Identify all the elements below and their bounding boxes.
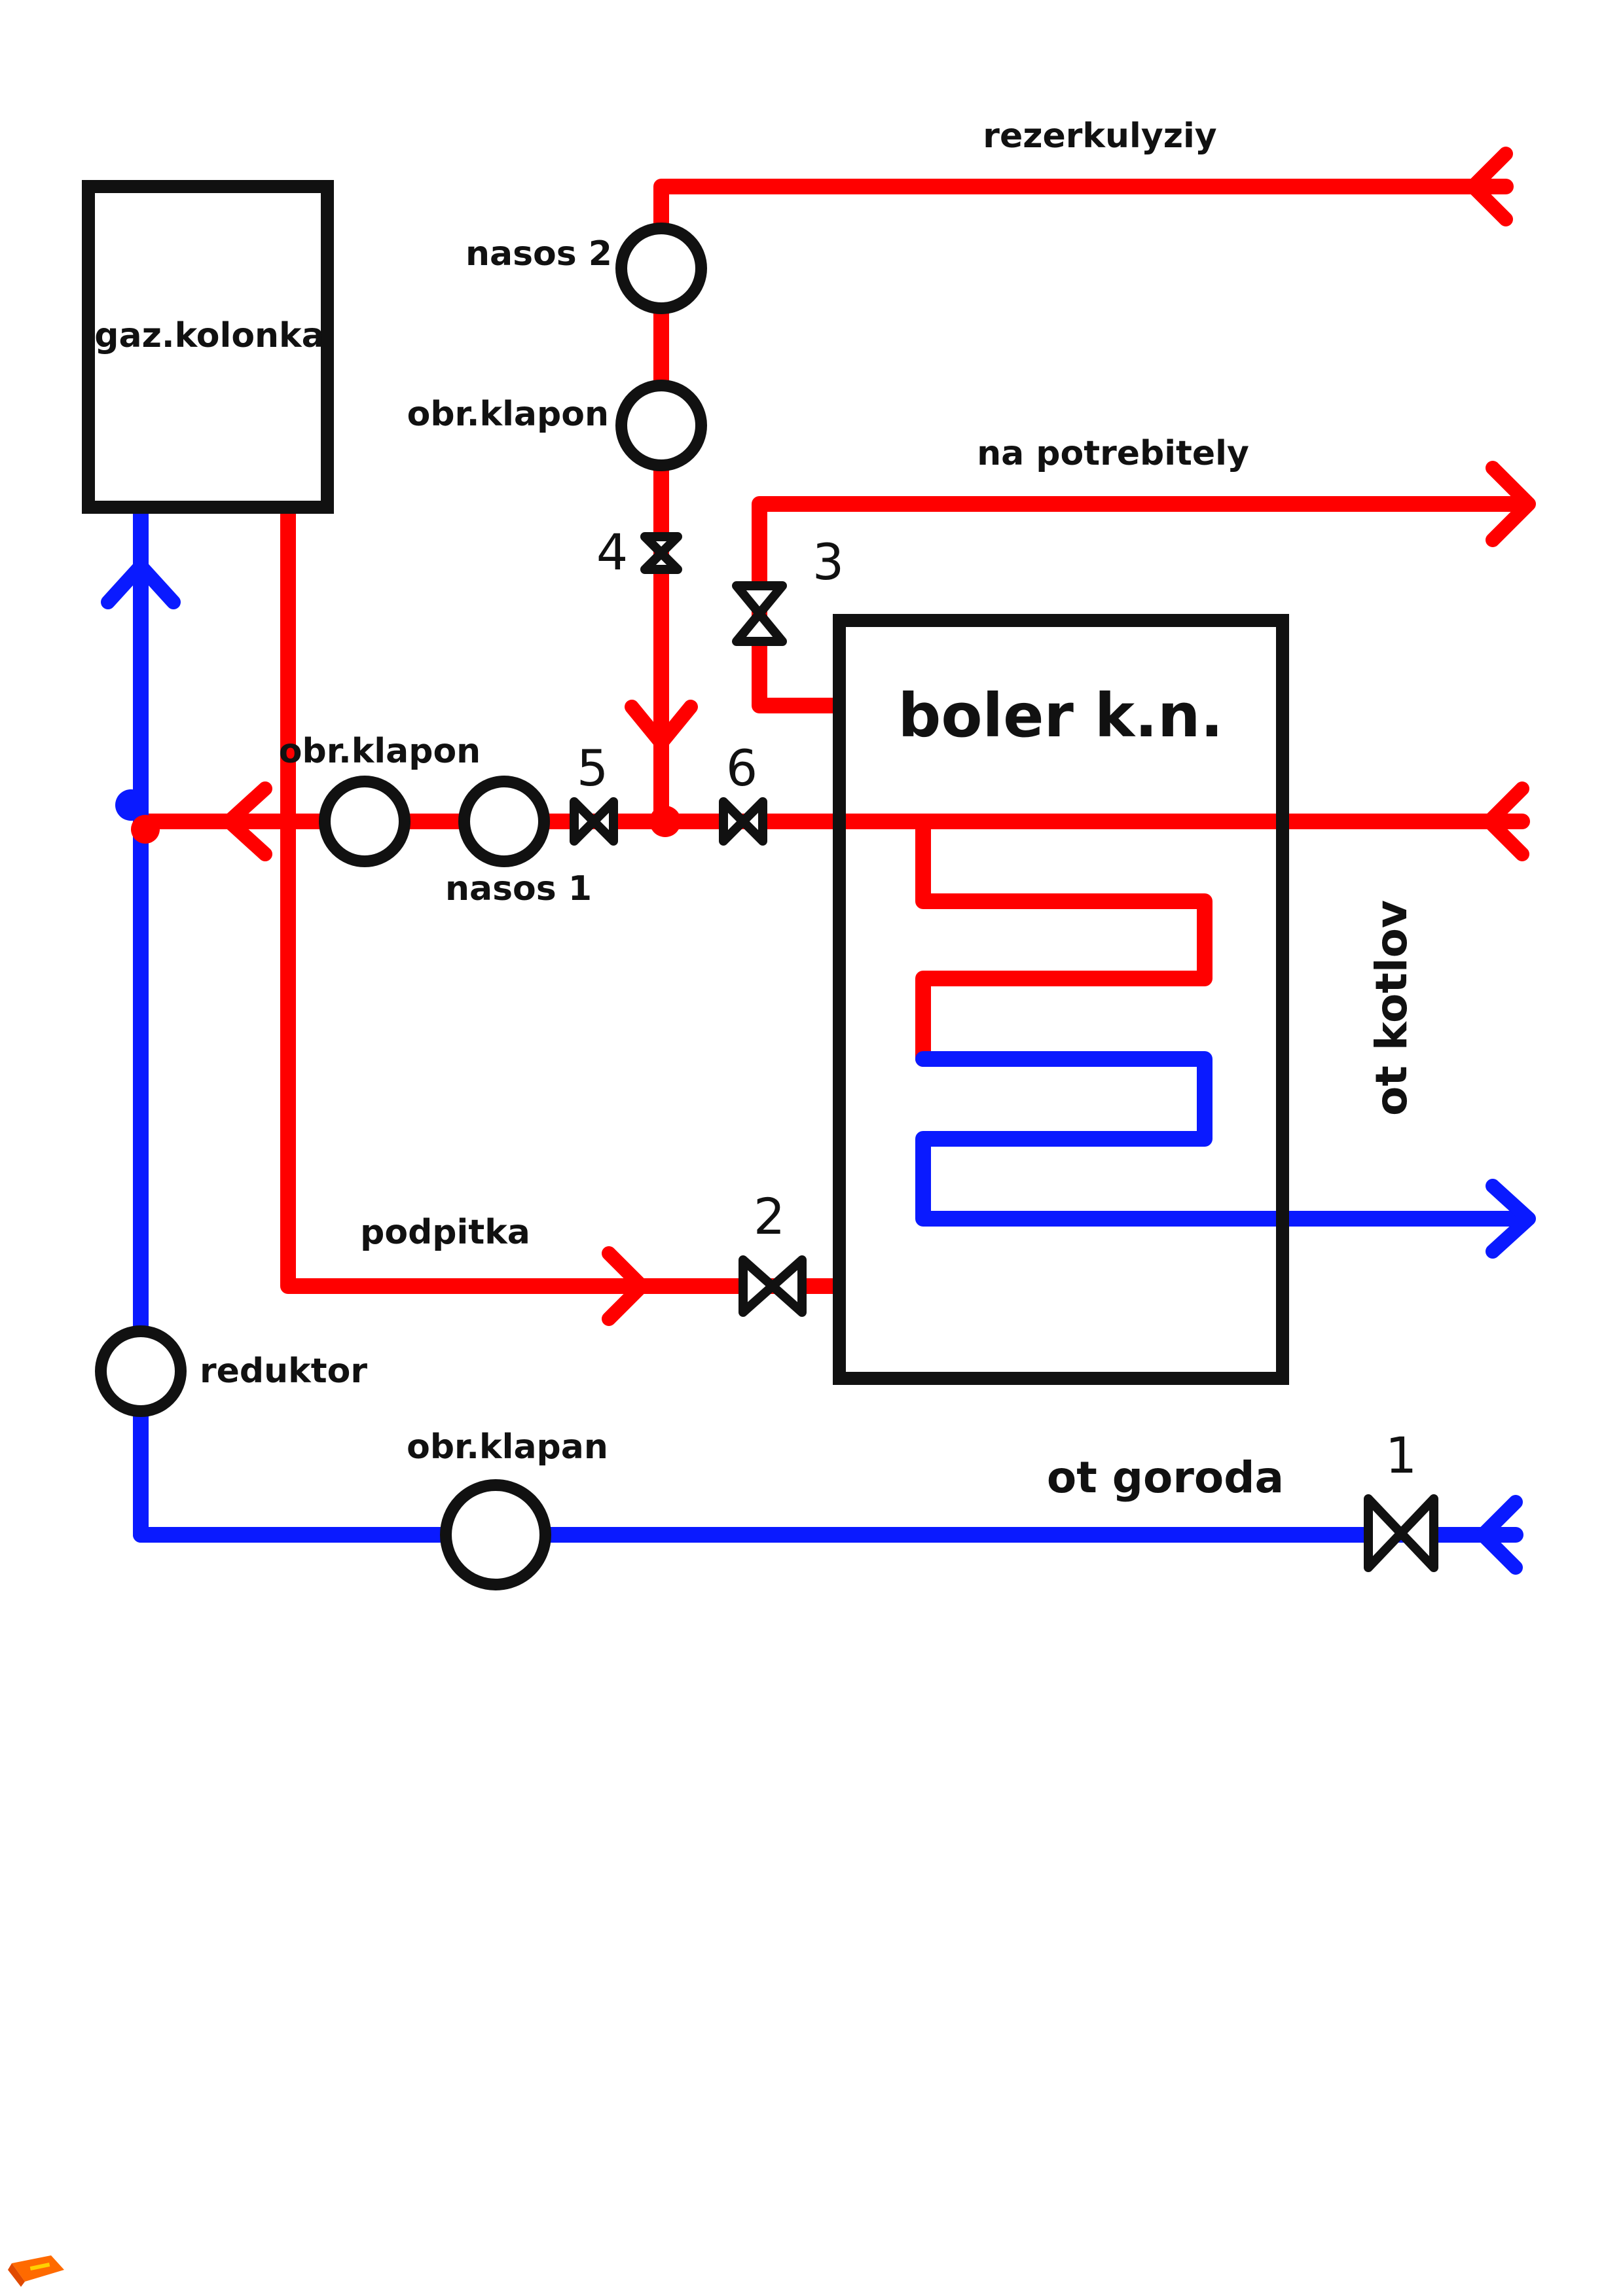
cold-arrows [101, 559, 1536, 1575]
boiler-cold-out-arrow-icon [1486, 1179, 1536, 1259]
junction-dot-hot [131, 815, 160, 844]
coil-cold [915, 1051, 1533, 1227]
check-valve-main-icon [319, 776, 410, 867]
recirculation-pipe [653, 179, 1514, 276]
riser-up-arrow-icon [101, 559, 181, 609]
check-valve-top-label: obr.klapon [407, 395, 609, 434]
consumers-out-arrow-icon [1486, 461, 1536, 547]
junction-dot-riser [649, 806, 681, 837]
hot-arrows [222, 147, 1536, 1326]
reducer-label: reduktor [200, 1352, 367, 1391]
valve-4-label: 4 [596, 523, 628, 581]
gate-valves [570, 532, 1438, 1572]
valve-1-icon [1364, 1494, 1438, 1572]
gas-heater-box [82, 180, 334, 514]
junction-dot-cold [115, 789, 147, 821]
check-valve-city-label: obr.klapan [407, 1427, 608, 1467]
reducer-icon [95, 1325, 187, 1417]
valve-4-icon [640, 532, 682, 574]
recirc-in-arrow-icon [1466, 147, 1513, 226]
round-devices [95, 223, 707, 1590]
gas-heater-label: gaz.kolonka [94, 316, 324, 355]
valve-2-label: 2 [754, 1187, 785, 1246]
main-line-left-arrow-icon [222, 781, 272, 861]
riser-down-arrow-icon [625, 700, 698, 750]
city-in-arrow-icon [1476, 1495, 1523, 1575]
valve-5-label: 5 [577, 739, 608, 797]
consumers-pipe [752, 496, 1533, 713]
recirculation-label: rezerkulyziy [983, 117, 1216, 156]
from-city-label: ot goroda [1047, 1452, 1284, 1503]
valve-3-icon [732, 581, 787, 646]
pump-1-label: nasos 1 [445, 869, 592, 908]
coil-hot [825, 814, 1213, 1067]
valve-5-icon [570, 797, 618, 846]
makeup-right-arrow-icon [602, 1246, 649, 1326]
makeup-pipe [280, 503, 841, 1294]
check-valve-city-icon [440, 1479, 551, 1590]
valve-3-label: 3 [812, 533, 844, 591]
pump-1-icon [458, 776, 550, 867]
makeup-label: podpitka [360, 1213, 530, 1252]
valve-6-label: 6 [726, 739, 757, 797]
boiler-hot-in-arrow-icon [1482, 781, 1529, 861]
check-valve-main-label: obr.klapon [279, 732, 481, 771]
valve-6-icon [719, 797, 767, 846]
pump-2-label: nasos 2 [465, 234, 612, 274]
brand-logo-icon [8, 2255, 64, 2287]
pump-2-icon [615, 223, 707, 314]
check-valve-top-icon [615, 380, 707, 471]
consumers-label: na potrebitely [977, 434, 1249, 473]
from-boilers-label: ot kotlov [1366, 900, 1417, 1116]
boiler-label: boler k.n. [898, 681, 1224, 751]
boiler-box [833, 614, 1289, 1385]
valve-2-icon [739, 1255, 807, 1317]
valve-1-label: 1 [1385, 1426, 1417, 1484]
